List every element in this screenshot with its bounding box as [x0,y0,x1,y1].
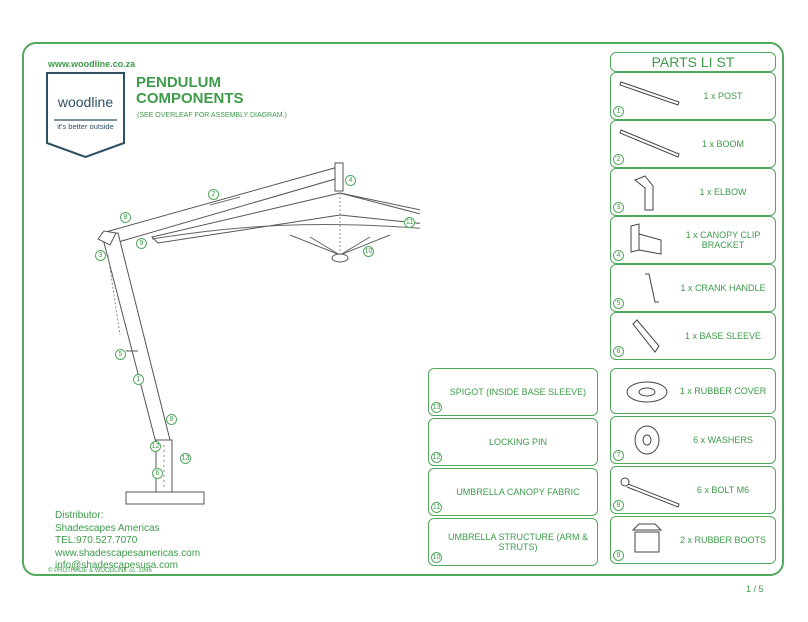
component-locking-pin: LOCKING PIN 12 [428,418,598,466]
callout-6: 6 [152,468,163,479]
part-num: 6 [613,346,624,357]
boom-detail [209,196,241,206]
part-label-rubber-cover: 1 x RUBBER COVER [679,386,767,396]
component-canopy-fabric: UMBRELLA CANOPY FABRIC 11 [428,468,598,516]
part-num: 7 [613,450,624,461]
copyright-icon: © [48,568,55,574]
part-label-boom: 1 x BOOM [701,139,744,149]
page-number: 1 / 5 [746,584,764,594]
part-label-sleeve: 1 x BASE SLEEVE [684,331,762,341]
part-row-bolt: 6 x BOLT M6 8 [610,466,776,514]
component-label: LOCKING PIN [488,437,547,447]
page-frame [22,42,784,576]
component-num: 12 [431,452,442,463]
woodline-logo [46,72,125,158]
callout-12: 12 [150,441,161,452]
rubber-cover-icon [626,381,668,403]
umbrella-diagram [97,162,420,505]
distributor-block: Distributor: Shadescapes Americas TEL:97… [55,510,200,573]
callout-1: 1 [133,374,144,385]
page-subtitle: (SEE OVERLEAF FOR ASSEMBLY DIAGRAM.) [137,112,287,119]
part-row-washer: 6 x WASHERS 7 [610,416,776,464]
part-row-boom: 1 x BOOM 2 [610,120,776,168]
copyright-line: © PROTRADE & WOODLINE cc. 1996 [48,568,152,574]
sleeve-icon [632,319,660,353]
bolt-icon [620,477,680,508]
callout-13: 13 [180,453,191,464]
title-line-2: COMPONENTS [136,90,244,107]
component-label: UMBRELLA STRUCTURE (ARM & STRUTS) [447,532,589,552]
component-num: 11 [431,502,442,513]
part-label-post: 1 x POST [703,91,743,101]
part-label-elbow: 1 x ELBOW [699,187,747,197]
part-row-rubber-cover: 1 x RUBBER COVER [610,368,776,414]
component-label: UMBRELLA CANOPY FABRIC [456,487,580,497]
post-icon [619,81,680,106]
component-num: 13 [431,402,442,413]
logo-wordmark: woodline [57,94,114,110]
callout-3: 3 [95,250,106,261]
part-row-boot: 2 x RUBBER BOOTS 9 [610,516,776,564]
part-label-boot: 2 x RUBBER BOOTS [679,535,767,545]
part-row-bracket: 1 x CANOPY CLIP BRACKET 4 [610,216,776,264]
component-label: SPIGOT (INSIDE BASE SLEEVE) [449,387,587,397]
callout-9-top: 9 [136,238,147,249]
part-label-crank: 1 x CRANK HANDLE [680,283,766,293]
part-row-sleeve: 1 x BASE SLEEVE 6 [610,312,776,360]
distributor-heading: Distributor: [55,510,104,521]
component-spigot: SPIGOT (INSIDE BASE SLEEVE) 13 [428,368,598,416]
callout-8: 8 [120,212,131,223]
crank-icon [645,273,659,303]
part-row-post: 1 x POST 1 [610,72,776,120]
distributor-website[interactable]: www.shadescapesamericas.com [55,547,201,559]
page-title: PENDULUM COMPONENTS [136,75,244,107]
part-num: 4 [613,250,624,261]
copyright-text: PROTRADE & WOODLINE cc. 1996 [54,568,152,574]
part-label-bolt: 6 x BOLT M6 [696,485,750,495]
hub-shape [331,253,349,263]
washer-icon [634,425,660,455]
part-num: 5 [613,298,624,309]
callout-2: 2 [208,189,219,200]
title-line-1: PENDULUM [136,74,221,91]
part-row-crank: 1 x CRANK HANDLE 5 [610,264,776,312]
callout-11: 11 [404,217,415,228]
boom-icon [619,129,680,158]
part-num: 9 [613,550,624,561]
component-structure: UMBRELLA STRUCTURE (ARM & STRUTS) 10 [428,518,598,566]
parts-list-heading: PARTS LI ST [610,52,776,72]
component-num: 10 [431,552,442,563]
canopy-bracket-shape [334,162,344,192]
elbow-shape [97,230,117,246]
boot-icon [631,523,663,553]
part-num: 8 [613,500,624,511]
callout-9-bottom: 9 [166,414,177,425]
part-num: 2 [613,154,624,165]
website-url[interactable]: www.woodline.co.za [48,59,136,69]
callout-4: 4 [345,175,356,186]
distributor-email[interactable]: info@shadescapesusa.com [55,560,178,572]
elbow-icon [634,175,654,211]
part-num: 3 [613,202,624,213]
post-shape [101,232,171,444]
part-label-washer: 6 x WASHERS [693,435,753,445]
part-label-bracket: 1 x CANOPY CLIP BRACKET [685,230,761,250]
callout-10: 10 [363,246,374,257]
distributor-name: Shadescapes Americas [55,522,160,534]
part-num: 1 [613,106,624,117]
callout-5: 5 [115,349,126,360]
distributor-phone[interactable]: TEL:970.527.7070 [55,535,138,547]
bracket-icon [630,223,662,255]
part-row-elbow: 1 x ELBOW 3 [610,168,776,216]
base-shape [125,491,205,505]
logo-tagline: it's better outside [57,122,114,131]
